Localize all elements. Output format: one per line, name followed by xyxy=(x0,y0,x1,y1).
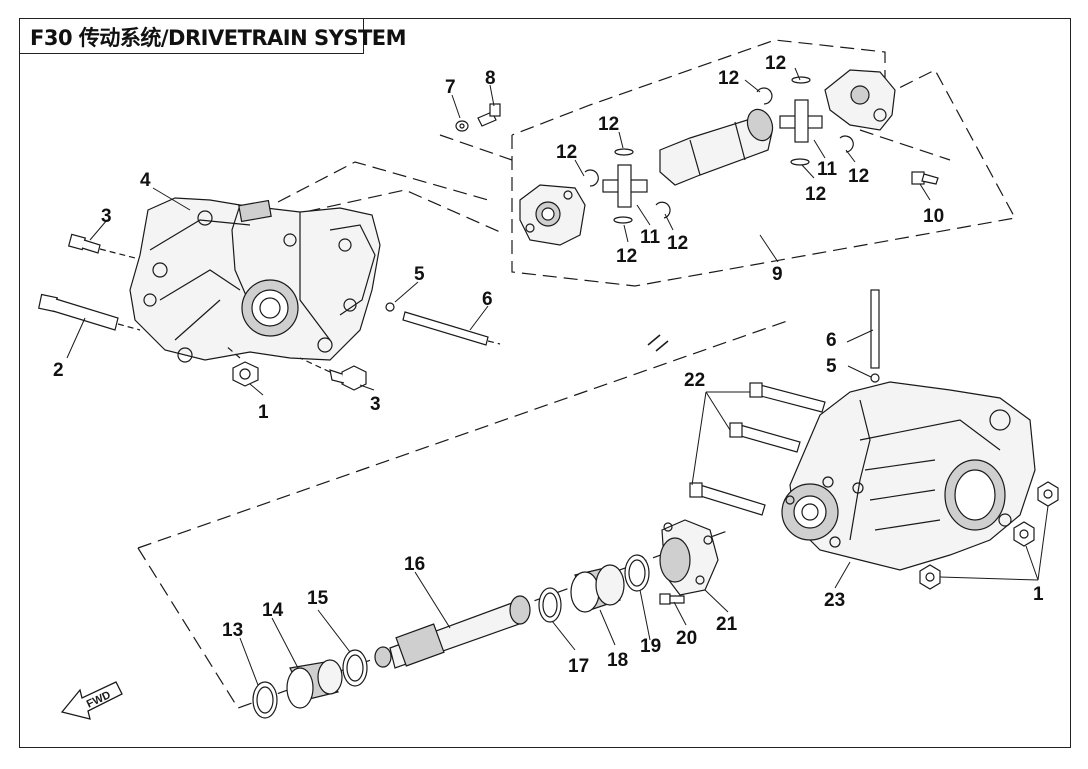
bolt-20 xyxy=(659,593,685,605)
ring-19 xyxy=(624,554,650,592)
callout-23: 23 xyxy=(824,590,845,611)
callout-6-rear: 6 xyxy=(826,330,837,351)
shaft-16 xyxy=(374,595,531,669)
dashed-group-outlines xyxy=(137,39,1016,709)
callout-12-a: 12 xyxy=(598,114,619,135)
title-box xyxy=(19,18,364,54)
callout-3-upper: 3 xyxy=(101,206,112,227)
callout-12-b: 12 xyxy=(556,142,577,163)
callout-5-front: 5 xyxy=(414,264,425,285)
callout-11-rear: 11 xyxy=(817,159,838,180)
pin-6-front xyxy=(385,302,501,346)
callout-11-front: 11 xyxy=(640,227,661,248)
bolts-22 xyxy=(689,382,826,516)
callout-9: 9 xyxy=(772,264,783,285)
bolt-10 xyxy=(911,171,939,185)
propshaft-assembly xyxy=(519,69,896,246)
callout-5-rear: 5 xyxy=(826,356,837,377)
callout-12-d: 12 xyxy=(667,233,688,254)
callout-1-front: 1 xyxy=(258,402,269,423)
callout-18: 18 xyxy=(607,650,628,671)
callout-12-c: 12 xyxy=(616,246,637,267)
callout-numbers: 4 3 2 1 3 5 6 7 8 10 9 11 11 12 12 12 12… xyxy=(53,53,1044,677)
rear-differential xyxy=(781,381,1036,571)
callout-12-e: 12 xyxy=(718,68,739,89)
callout-12-f: 12 xyxy=(765,53,786,74)
fwd-arrow-icon: FWD xyxy=(60,681,123,720)
front-differential xyxy=(129,197,381,363)
washer-7 xyxy=(455,120,469,132)
leader-lines xyxy=(66,67,1049,686)
callout-1-rear: 1 xyxy=(1033,584,1044,605)
diagram-frame xyxy=(19,18,1071,748)
diagram-title: F30 传动系统/DRIVETRAIN SYSTEM xyxy=(30,26,407,50)
callout-4: 4 xyxy=(140,170,151,191)
bearing-18 xyxy=(570,564,625,613)
callout-8: 8 xyxy=(485,68,496,89)
callout-14: 14 xyxy=(262,600,284,621)
callout-15: 15 xyxy=(307,588,329,609)
callout-16: 16 xyxy=(404,554,425,575)
bolt-3-upper xyxy=(67,233,136,259)
nut-1-front xyxy=(224,344,259,387)
bolt-8 xyxy=(477,103,501,127)
callout-3-lower: 3 xyxy=(370,394,381,415)
ring-13 xyxy=(252,681,278,719)
fwd-label: FWD xyxy=(85,689,113,710)
flange-21 xyxy=(659,519,719,596)
callout-6-front: 6 xyxy=(482,289,493,310)
callout-12-h: 12 xyxy=(805,184,826,205)
callout-12-g: 12 xyxy=(848,166,869,187)
callout-21: 21 xyxy=(716,614,738,635)
bolt-3-lower xyxy=(299,357,367,391)
callout-20: 20 xyxy=(676,628,697,649)
callout-2: 2 xyxy=(53,360,64,381)
sleeve-14 xyxy=(286,659,343,709)
callout-17: 17 xyxy=(568,656,589,677)
callout-22: 22 xyxy=(684,370,705,391)
bolt-2 xyxy=(38,293,141,331)
nuts-1-rear xyxy=(919,481,1059,590)
callout-13: 13 xyxy=(222,620,243,641)
callout-7: 7 xyxy=(445,77,456,98)
callout-10: 10 xyxy=(923,206,944,227)
pin-6-rear xyxy=(870,289,880,383)
ring-17 xyxy=(538,587,562,623)
callout-19: 19 xyxy=(640,636,661,657)
ring-15 xyxy=(342,649,368,687)
